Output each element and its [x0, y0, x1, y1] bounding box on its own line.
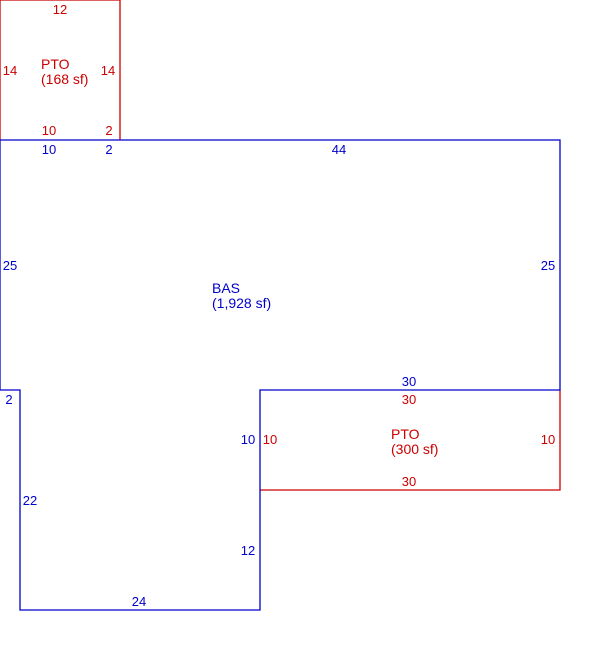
bas-dim-inner-top: 30 [402, 374, 416, 389]
pto-top-area: (168 sf) [41, 71, 88, 87]
pto-right-outline [260, 390, 561, 491]
bas-code: BAS [212, 280, 240, 296]
bas-dim-top-left: 10 [42, 142, 56, 157]
pto-top-dim-right: 14 [101, 63, 115, 78]
pto-right-area: (300 sf) [391, 441, 438, 457]
bas-dim-bottom: 24 [132, 594, 146, 609]
pto-top-dim-left: 14 [3, 63, 17, 78]
pto-top-outline [0, 0, 121, 140]
pto-top-dim-bottom: 10 [42, 123, 56, 138]
bas-dim-left-lower: 22 [23, 493, 37, 508]
pto-right-dim-top: 30 [402, 392, 416, 407]
bas-dim-top-step: 2 [105, 142, 112, 157]
pto-top-code: PTO [41, 56, 70, 72]
pto-top-dim-top: 12 [53, 2, 67, 17]
pto-right-dim-bottom: 30 [402, 474, 416, 489]
bas-dim-step-left: 2 [5, 392, 12, 407]
pto-right-code: PTO [391, 426, 420, 442]
bas-outline [0, 139, 561, 611]
pto-right-dim-left: 10 [263, 432, 277, 447]
bas-area: (1,928 sf) [212, 295, 271, 311]
bas-dim-right: 25 [541, 258, 555, 273]
pto-top-dim-bottom-step: 2 [105, 123, 112, 138]
pto-right-dim-right: 10 [541, 432, 555, 447]
bas-dim-top: 44 [332, 142, 346, 157]
bas-dim-left: 25 [3, 258, 17, 273]
bas-dim-inner-lower: 12 [241, 543, 255, 558]
bas-dim-inner-left: 10 [241, 432, 255, 447]
